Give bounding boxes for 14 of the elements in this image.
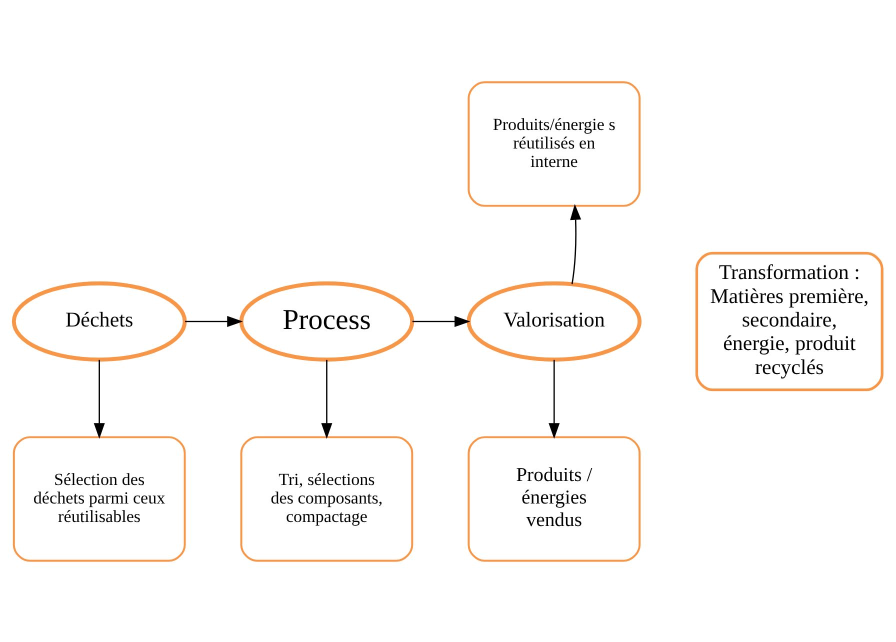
arrow <box>94 359 105 438</box>
arrow <box>321 359 332 438</box>
node-box: Tri, sélections des composants, compactage <box>240 436 414 562</box>
node-box: Produits / énergies vendus <box>468 436 641 562</box>
node-ellipse: Valorisation <box>466 280 642 362</box>
arrow <box>185 315 243 327</box>
node-box: Sélection des déchets parmi ceux réutilisables <box>12 436 186 562</box>
arrow <box>548 359 560 438</box>
node-box: Produits/énergie s réutilisés en interne <box>468 80 641 206</box>
node-ellipse: Process <box>239 280 414 362</box>
arrow <box>412 315 470 327</box>
node-ellipse: Déchets <box>12 280 187 362</box>
node-box: Transformation : Matières première, secondaire, énergie, produit recyclés <box>695 251 884 391</box>
arrow <box>570 204 582 284</box>
